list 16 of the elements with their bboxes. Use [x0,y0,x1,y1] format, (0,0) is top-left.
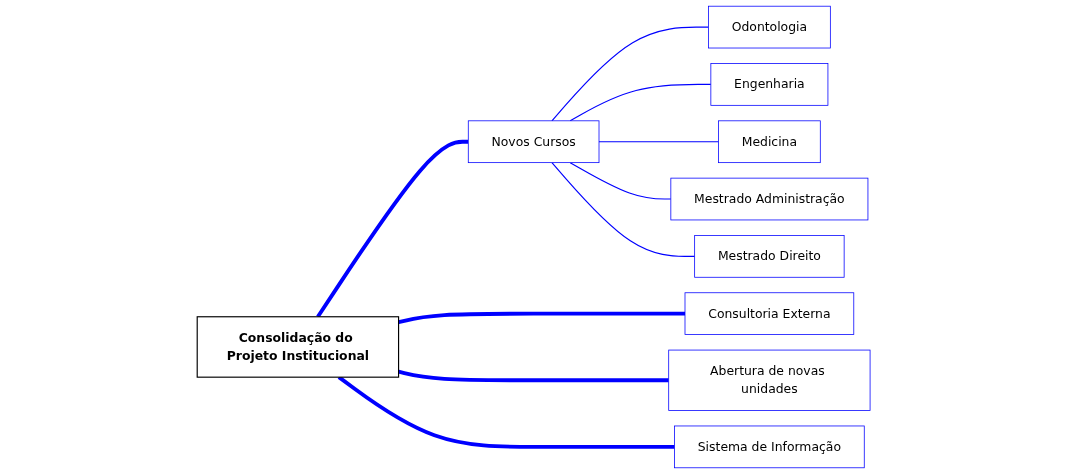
node-box: Medicina [717,120,821,164]
node-box: Engenharia [710,63,829,106]
node-box: Novos Cursos [467,120,600,164]
connector [569,83,712,122]
node-box: Mestrado Direito [694,235,845,278]
connector [569,162,672,200]
connector [316,139,469,318]
connector [551,26,709,122]
node-box: Abertura de novas unidades [668,349,871,411]
node-box: Consultoria Externa [684,292,855,335]
node-box: Sistema de Informação [674,425,865,469]
node-box: Consolidação do Projeto Institucional [196,316,399,378]
node-box: Odontologia [707,5,831,49]
connector [551,162,696,257]
node-box: Mestrado Administração [670,177,869,221]
connector [598,141,719,143]
